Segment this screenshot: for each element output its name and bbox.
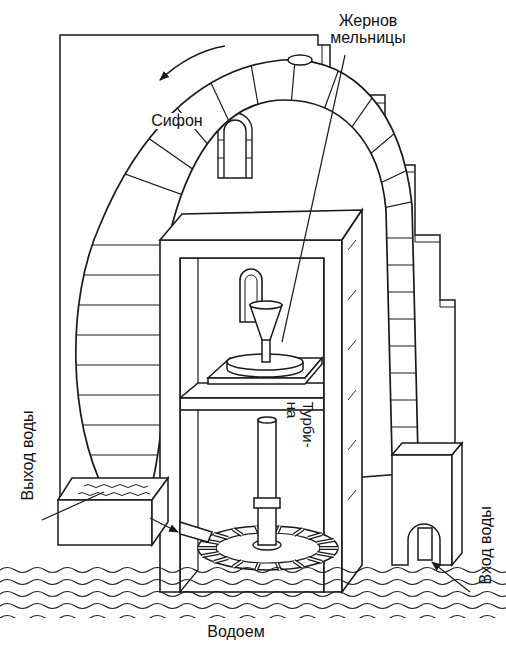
- leader-line: [42, 55, 470, 592]
- mill-house: [342, 210, 362, 592]
- water-outlet-box: [58, 478, 168, 500]
- leader-line: [150, 518, 178, 532]
- water-inlet-box: [392, 455, 452, 565]
- water-inlet-box: [452, 443, 462, 565]
- millstone: [208, 301, 322, 384]
- millstone: [250, 301, 282, 309]
- mill-house: [180, 383, 324, 398]
- flow-arrow: [160, 46, 225, 80]
- water-surface: [0, 562, 506, 618]
- wall-window: [218, 140, 252, 158]
- water-inlet-box: [392, 443, 462, 565]
- turbine-shaft: [180, 417, 280, 545]
- turbine-shaft: [180, 522, 212, 542]
- water-outlet-box: [152, 478, 168, 545]
- flow-label: Выход воды: [20, 400, 37, 510]
- siphon-pipe: [45, 0, 506, 230]
- water-outlet-box: [78, 485, 150, 496]
- flow-label: Вход воды: [478, 495, 495, 595]
- siphon-pipe: [370, 238, 430, 427]
- mill-house: [160, 210, 362, 592]
- leader-line: [42, 492, 104, 520]
- leader-line: [282, 55, 345, 342]
- part-label: Жернов мельницы: [326, 13, 410, 47]
- wall-window: [224, 120, 246, 178]
- area-label: Водоем: [191, 624, 281, 641]
- water-inlet-box: [418, 528, 432, 560]
- part-label: Сифон: [149, 113, 205, 130]
- mill-house: [348, 240, 356, 500]
- turbine-shaft: [254, 498, 280, 508]
- turbine-shaft: [258, 417, 276, 423]
- water-inlet-box: [392, 443, 462, 455]
- mill-house: [180, 398, 324, 410]
- flow-arrow: [160, 46, 225, 80]
- siphon-pipe: [45, 0, 506, 455]
- siphon-pipe: [288, 55, 312, 65]
- mill-house: [160, 240, 342, 592]
- water-outlet-box: [58, 478, 168, 545]
- leader-line: [432, 562, 470, 592]
- water-surface: [0, 562, 506, 618]
- mill-house: [160, 210, 362, 240]
- turbine-shaft: [258, 420, 276, 545]
- millstone: [262, 338, 270, 362]
- millstone: [250, 305, 282, 340]
- part-label: Турби- на: [284, 402, 316, 452]
